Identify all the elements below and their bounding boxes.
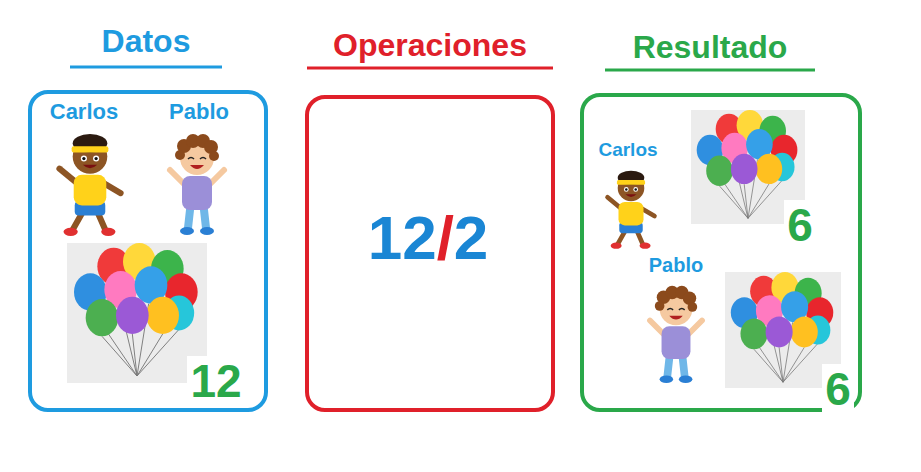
- panel-heading: Datos: [102, 24, 191, 59]
- kid-figure: [650, 286, 702, 383]
- child-name: Carlos: [50, 100, 118, 124]
- panel-heading: Resultado: [633, 30, 788, 65]
- kid-figure: [59, 134, 120, 236]
- panel-box: ResultadoCarlos6Pablo6: [580, 93, 862, 412]
- heading-underline: [307, 67, 553, 70]
- quantity-number: 6: [784, 200, 816, 251]
- child-name: Carlos: [598, 140, 657, 161]
- quantity-number: 12: [187, 356, 244, 407]
- quantity-number: 6: [822, 364, 854, 415]
- operation-text: 12/2: [368, 204, 489, 272]
- kid-figure: [170, 134, 224, 235]
- panel-box: DatosCarlosPablo12: [28, 90, 268, 412]
- panel-box: Operaciones12/2: [305, 95, 555, 412]
- child-name: Pablo: [649, 254, 703, 276]
- panel-heading: Operaciones: [333, 28, 527, 63]
- balloon-bunch: [67, 243, 207, 383]
- heading-underline: [605, 69, 815, 72]
- heading-underline: [70, 66, 222, 69]
- kid-figure: [608, 171, 655, 249]
- child-name: Pablo: [169, 100, 229, 124]
